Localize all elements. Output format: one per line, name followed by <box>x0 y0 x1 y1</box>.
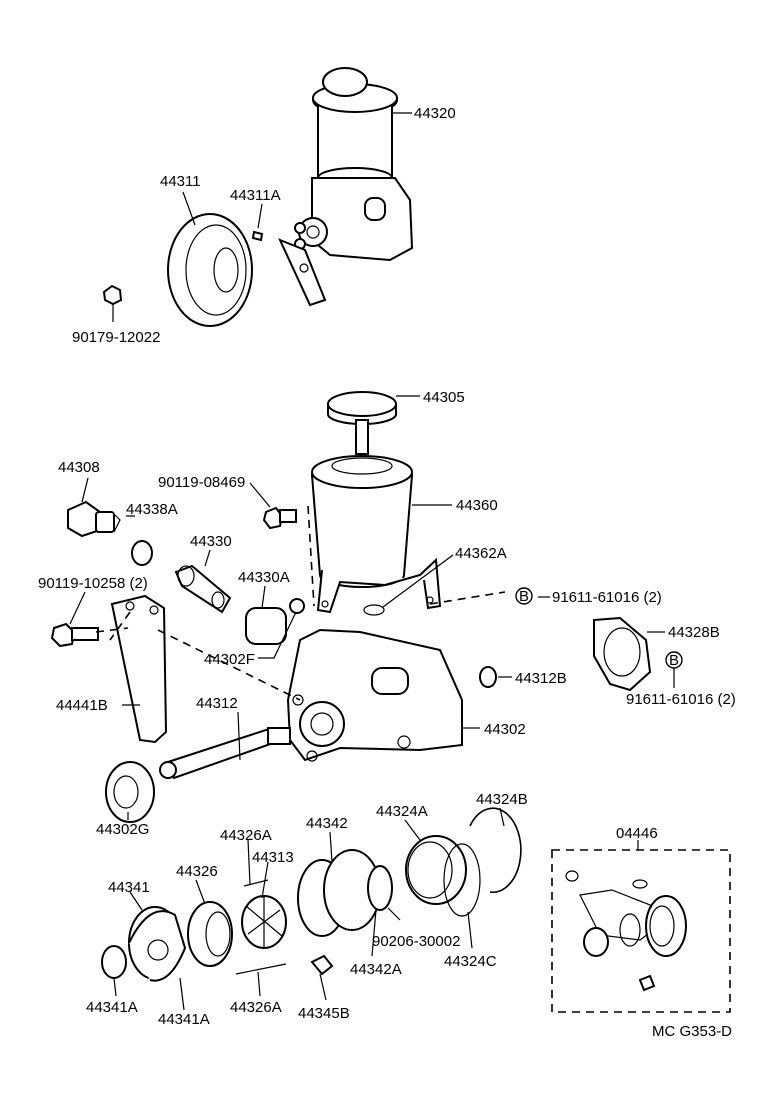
label-44341: 44341 <box>108 879 150 896</box>
label-44312: 44312 <box>196 695 238 712</box>
label-44362a: 44362A <box>455 545 507 562</box>
oring-44362a <box>363 604 385 616</box>
label-44324b: 44324B <box>476 791 528 808</box>
label-44330a: 44330A <box>238 569 290 586</box>
label-90179-12022: 90179-12022 <box>72 329 160 346</box>
leader-lines <box>69 112 675 1011</box>
cam-ring-44326 <box>187 901 233 967</box>
label-90206-30002: 90206-30002 <box>372 933 460 950</box>
gasket-44338a <box>131 540 153 566</box>
label-44326a-bottom: 44326A <box>230 999 282 1016</box>
ring-44324c <box>443 843 481 917</box>
circle-b-symbol-2: B <box>665 651 683 669</box>
vane-44345b <box>310 954 334 976</box>
union-bolt-44308 <box>67 500 121 538</box>
cap-44305 <box>327 391 397 455</box>
nut-90179 <box>102 284 123 306</box>
oring-44341a <box>101 945 127 979</box>
label-44302: 44302 <box>484 721 526 738</box>
label-44360: 44360 <box>456 497 498 514</box>
label-44320: 44320 <box>414 105 456 122</box>
circle-b-symbol-1: B <box>515 587 533 605</box>
label-44330: 44330 <box>190 533 232 550</box>
label-44441b: 44441B <box>56 697 108 714</box>
label-44345b: 44345B <box>298 1005 350 1022</box>
pulley-44311 <box>167 213 253 327</box>
label-44341a-right: 44341A <box>158 1011 210 1028</box>
bolt-90119-08469 <box>262 506 297 530</box>
bolt-90119-10258 <box>50 622 99 648</box>
gasket-44328b <box>593 616 652 692</box>
pump-assembly-top <box>278 67 414 307</box>
label-44313: 44313 <box>252 849 294 866</box>
rotor-44313 <box>241 895 287 949</box>
label-44311a: 44311A <box>230 187 281 204</box>
label-44302f: 44302F <box>204 651 255 668</box>
shaft-44312 <box>159 726 291 780</box>
label-44342: 44342 <box>306 815 348 832</box>
part-labels: 44320 44311 44311A 90179-12022 44305 443… <box>38 105 736 1040</box>
label-44311: 44311 <box>160 173 201 190</box>
spring-44330a <box>245 607 287 645</box>
bearing-44302g <box>105 761 155 823</box>
pins-44326a <box>235 879 287 975</box>
key-44311a <box>251 230 264 242</box>
pump-body-44302 <box>286 628 463 762</box>
snap-ring-44324b <box>469 807 522 894</box>
label-90119-10258: 90119-10258 (2) <box>38 575 148 592</box>
plug-44302f <box>289 598 305 614</box>
plate-44342 <box>297 849 381 937</box>
gasket-kit-04446 <box>551 849 731 1013</box>
label-44328b: 44328B <box>668 624 720 641</box>
label-91611-61016-b: 91611-61016 (2) <box>626 691 736 708</box>
label-44308: 44308 <box>58 459 100 476</box>
label-90119-08469: 90119-08469 <box>158 474 245 491</box>
bracket-44441b <box>110 594 168 744</box>
label-44324c: 44324C <box>444 953 497 970</box>
label-04446: 04446 <box>616 825 658 842</box>
svg-text:B: B <box>669 652 679 669</box>
valve-44330 <box>174 564 232 614</box>
housing-44324a <box>405 835 467 905</box>
plate-44341 <box>128 906 187 982</box>
label-44342a: 44342A <box>350 961 402 978</box>
label-91611-61016-a: 91611-61016 (2) <box>552 589 662 606</box>
seal-44312b <box>479 666 497 688</box>
oring-44342a <box>367 865 393 911</box>
label-44326: 44326 <box>176 863 218 880</box>
label-44324a: 44324A <box>376 803 428 820</box>
reservoir-44360 <box>311 455 442 614</box>
label-44302g: 44302G <box>96 821 149 838</box>
label-44312b: 44312B <box>515 670 567 687</box>
label-44305: 44305 <box>423 389 465 406</box>
label-44326a-top: 44326A <box>220 827 272 844</box>
label-44341a-left: 44341A <box>86 999 138 1016</box>
footer-code: MC G353-D <box>652 1023 732 1040</box>
label-44338a: 44338A <box>126 501 178 518</box>
svg-text:B: B <box>519 588 529 605</box>
